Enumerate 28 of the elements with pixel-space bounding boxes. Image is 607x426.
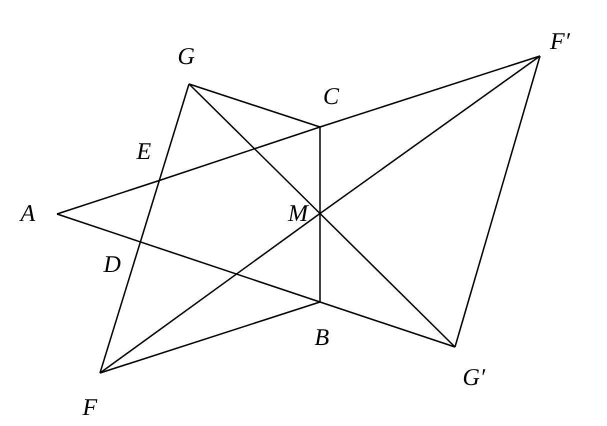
point-label: B: [314, 326, 330, 350]
line-segment: [319, 214, 321, 302]
line-segment: [320, 301, 456, 348]
line-segment: [320, 55, 540, 214]
point-label: D: [104, 253, 121, 277]
line-segment: [158, 84, 190, 181]
point-label: G′: [462, 366, 486, 390]
line-segment: [140, 241, 320, 303]
point-label: C: [323, 85, 340, 109]
line-segment: [319, 127, 321, 214]
point-label: A: [20, 202, 36, 226]
line-segment: [56, 213, 141, 243]
point-label: F′: [550, 30, 570, 54]
point-label: E: [136, 140, 152, 164]
line-segment: [56, 180, 160, 215]
line-segment: [100, 301, 320, 374]
point-label: F: [82, 396, 98, 420]
line-segment: [188, 83, 321, 214]
line-segment: [99, 242, 142, 374]
line-segment: [159, 126, 320, 182]
line-segment: [320, 55, 540, 128]
line-segment: [100, 212, 320, 374]
point-label: M: [288, 202, 308, 226]
point-label: G: [178, 45, 195, 69]
line-segment: [140, 180, 160, 242]
line-segment: [188, 83, 320, 128]
line-segment: [319, 212, 456, 348]
line-segment: [454, 56, 541, 348]
